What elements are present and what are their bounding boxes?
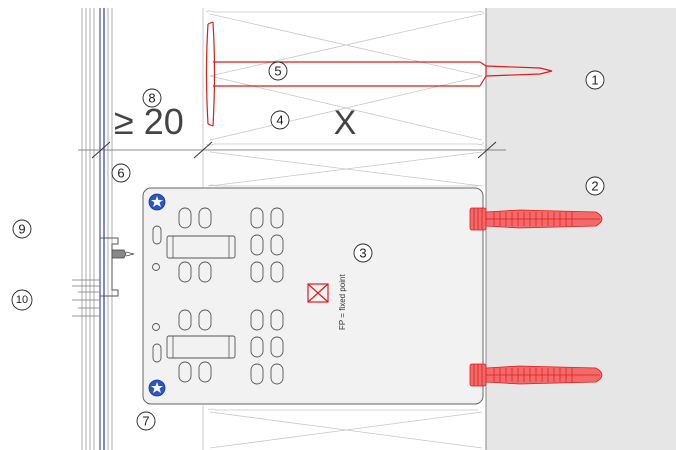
svg-text:10: 10 (16, 294, 28, 306)
dimension-label: ≥ 20 (114, 101, 184, 142)
svg-text:6: 6 (117, 166, 124, 181)
callout-4: 4 (270, 110, 290, 130)
tick-mark-middle (193, 141, 213, 159)
tick-mark-left (91, 141, 111, 159)
svg-text:2: 2 (591, 179, 598, 194)
callout-8: 8 (142, 88, 162, 108)
tick-mark-right (477, 141, 497, 159)
svg-text:8: 8 (148, 91, 155, 106)
wall-anchor-lower (469, 363, 603, 387)
wall-anchor-upper (469, 207, 603, 231)
rail-profile (72, 237, 135, 317)
callout-3: 3 (353, 243, 373, 263)
callout-2: 2 (585, 176, 605, 196)
variable-label: X (334, 104, 357, 142)
svg-text:9: 9 (18, 222, 25, 237)
fixed-point-note: FP = fixed point (338, 274, 347, 330)
callout-7: 7 (136, 411, 156, 431)
screw-icon (148, 379, 166, 397)
svg-text:3: 3 (359, 246, 366, 261)
insulation-anchor (205, 21, 553, 127)
callout-9: 9 (12, 219, 32, 239)
svg-text:4: 4 (276, 113, 283, 128)
svg-text:7: 7 (142, 414, 149, 429)
insulation-layer-middle (202, 150, 483, 190)
bracket-plate (142, 187, 484, 405)
svg-text:1: 1 (591, 73, 598, 88)
insulation-layer-bottom (202, 405, 483, 450)
cladding-panel (81, 8, 113, 450)
fixed-point-marker (307, 283, 329, 303)
callout-6: 6 (111, 163, 131, 183)
callout-1: 1 (585, 70, 605, 90)
svg-text:5: 5 (274, 64, 281, 79)
callout-5: 5 (268, 61, 288, 81)
callout-10: 10 (11, 289, 33, 311)
screw-icon (148, 193, 166, 211)
